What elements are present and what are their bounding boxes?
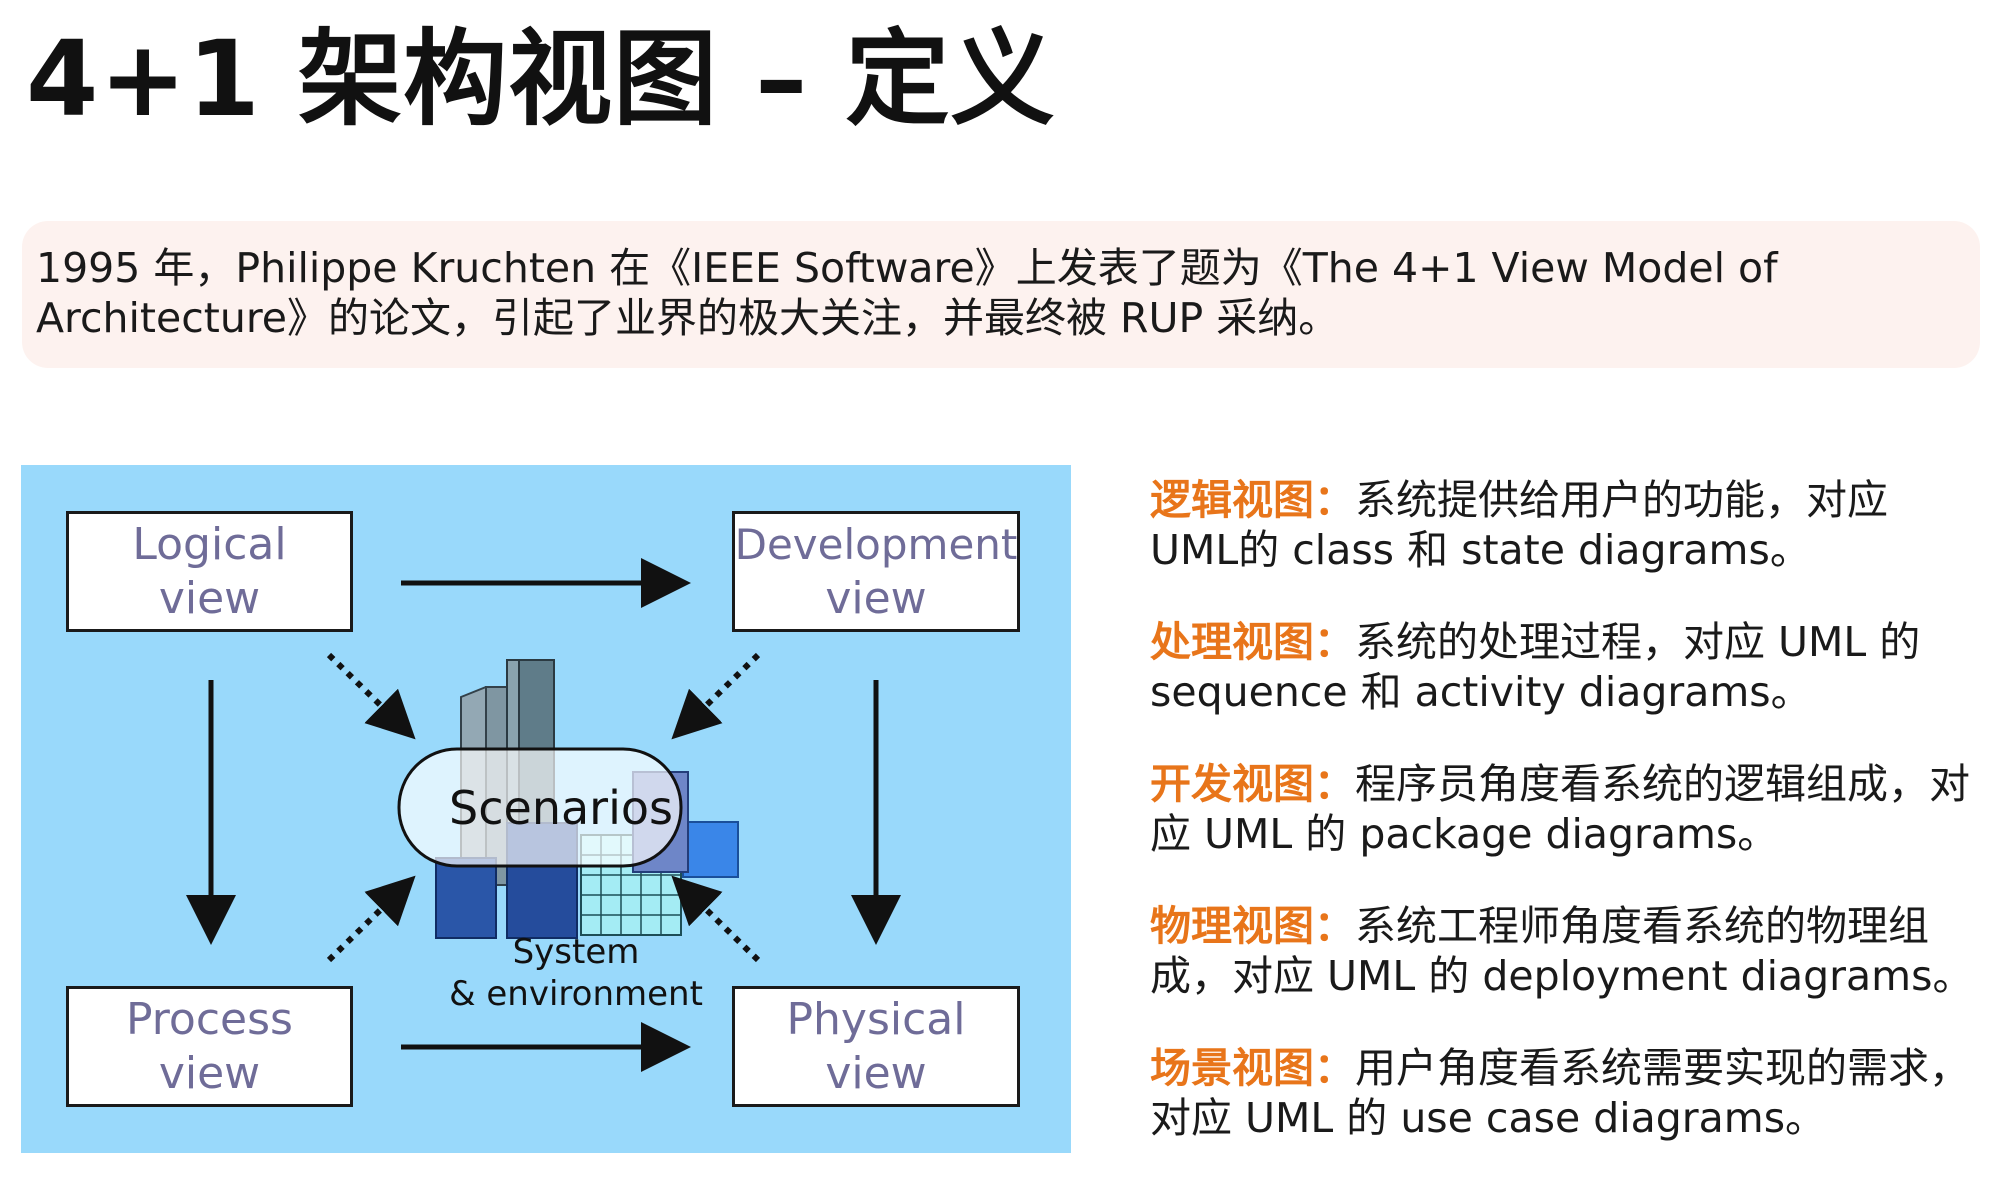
dotted-arrow-development bbox=[671, 652, 761, 740]
logical-view-line-1: Logical bbox=[132, 518, 287, 570]
view-key: 开发视图： bbox=[1150, 760, 1355, 808]
physical-view-line-1: Physical bbox=[786, 993, 966, 1045]
four-plus-one-diagram: Logical view Development view Process vi… bbox=[21, 465, 1071, 1153]
development-view-box: Development view bbox=[732, 511, 1020, 632]
process-view-line-1: Process bbox=[126, 993, 293, 1045]
physical-view-box: Physical view bbox=[732, 986, 1020, 1107]
view-item-scenario: 场景视图：用户角度看系统需要实现的需求， 对应 UML 的 use case d… bbox=[1150, 1043, 1990, 1143]
process-view-line-2: view bbox=[158, 1047, 261, 1099]
system-environment-label: System & environment bbox=[421, 931, 731, 1015]
development-view-line-2: view bbox=[825, 572, 927, 624]
system-label-line-2: & environment bbox=[449, 974, 703, 1014]
scenarios-label: Scenarios bbox=[449, 781, 673, 835]
physical-view-line-2: view bbox=[825, 1047, 927, 1099]
view-desc-line-2: 成，对应 UML 的 deployment diagrams。 bbox=[1150, 952, 1974, 1000]
view-key: 物理视图： bbox=[1150, 902, 1355, 950]
intro-box: 1995 年，Philippe Kruchten 在《IEEE Software… bbox=[22, 221, 1980, 368]
scenarios-capsule bbox=[397, 747, 683, 868]
view-desc-line-2: 对应 UML 的 use case diagrams。 bbox=[1150, 1094, 1827, 1142]
intro-line-2: Architecture》的论文，引起了业界的极大关注，并最终被 RUP 采纳。 bbox=[36, 294, 1340, 342]
logical-view-line-2: view bbox=[158, 572, 261, 624]
intro-line-1: 1995 年，Philippe Kruchten 在《IEEE Software… bbox=[36, 244, 1778, 292]
view-desc-line-2: 应 UML 的 package diagrams。 bbox=[1150, 810, 1779, 858]
view-key: 处理视图： bbox=[1150, 618, 1355, 666]
view-desc-line-1: 程序员角度看系统的逻辑组成，对 bbox=[1355, 760, 1970, 808]
view-desc-line-1: 系统工程师角度看系统的物理组 bbox=[1355, 902, 1929, 950]
view-desc-line-1: 系统的处理过程，对应 UML 的 bbox=[1355, 618, 1921, 666]
view-item-development: 开发视图：程序员角度看系统的逻辑组成，对 应 UML 的 package dia… bbox=[1150, 759, 1990, 859]
view-desc-line-2: UML的 class 和 state diagrams。 bbox=[1150, 526, 1811, 574]
view-desc-line-1: 系统提供给用户的功能，对应 bbox=[1355, 476, 1888, 524]
view-key: 逻辑视图： bbox=[1150, 476, 1355, 524]
dotted-arrow-logical bbox=[326, 652, 416, 740]
view-item-physical: 物理视图：系统工程师角度看系统的物理组 成，对应 UML 的 deploymen… bbox=[1150, 901, 1990, 1001]
development-view-line-1: Development bbox=[734, 519, 1018, 569]
system-label-line-1: System bbox=[512, 932, 640, 972]
view-item-process: 处理视图：系统的处理过程，对应 UML 的 sequence 和 activit… bbox=[1150, 617, 1990, 717]
view-desc-line-1: 用户角度看系统需要实现的需求， bbox=[1355, 1044, 1970, 1092]
process-view-box: Process view bbox=[66, 986, 353, 1107]
view-key: 场景视图： bbox=[1150, 1044, 1355, 1092]
page-title: 4+1 架构视图 – 定义 bbox=[26, 18, 1056, 140]
dotted-arrow-physical bbox=[671, 875, 761, 963]
dotted-arrow-process bbox=[326, 875, 416, 963]
diagram-graphics bbox=[186, 558, 901, 1072]
view-desc-line-2: sequence 和 activity diagrams。 bbox=[1150, 668, 1812, 716]
view-item-logical: 逻辑视图：系统提供给用户的功能，对应 UML的 class 和 state di… bbox=[1150, 475, 1990, 575]
logical-view-box: Logical view bbox=[66, 511, 353, 632]
